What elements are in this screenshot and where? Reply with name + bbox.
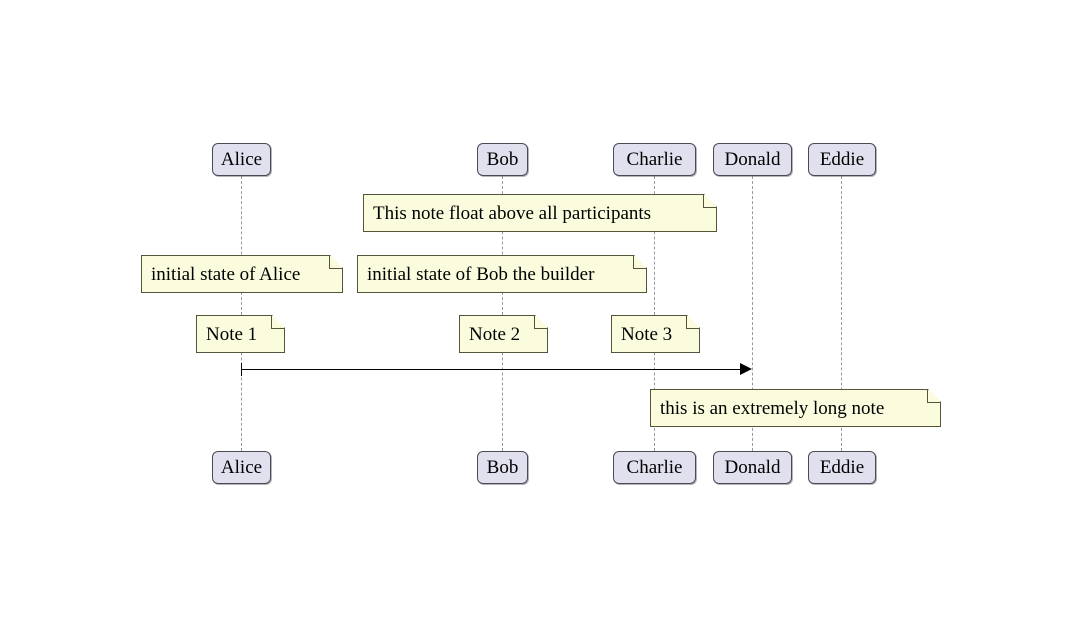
participant-label: Bob [486, 457, 519, 478]
note-text: initial state of Bob the builder [367, 263, 595, 285]
note-initial-state-alice[interactable]: initial state of Alice [141, 255, 343, 293]
lifeline-bob [502, 176, 503, 451]
participant-header-eddie[interactable]: Eddie [808, 143, 876, 176]
note-1[interactable]: Note 1 [196, 315, 285, 353]
participant-footer-eddie[interactable]: Eddie [808, 451, 876, 484]
participant-header-bob[interactable]: Bob [477, 143, 528, 176]
lifeline-eddie [841, 176, 842, 451]
note-fold-corner-icon [329, 256, 342, 269]
note-2[interactable]: Note 2 [459, 315, 548, 353]
participant-header-donald[interactable]: Donald [713, 143, 792, 176]
note-extremely-long[interactable]: this is an extremely long note [650, 389, 941, 427]
participant-label: Charlie [626, 149, 683, 170]
participant-footer-donald[interactable]: Donald [713, 451, 792, 484]
note-fold-corner-icon [534, 316, 547, 329]
participant-footer-alice[interactable]: Alice [212, 451, 271, 484]
participant-label: Bob [486, 149, 519, 170]
note-fold-corner-icon [686, 316, 699, 329]
participant-label: Eddie [819, 149, 865, 170]
message-arrowhead-icon [740, 363, 752, 375]
note-text: initial state of Alice [151, 263, 301, 285]
note-text: this is an extremely long note [660, 397, 885, 419]
participant-footer-charlie[interactable]: Charlie [613, 451, 696, 484]
note-fold-corner-icon [271, 316, 284, 329]
note-fold-corner-icon [927, 390, 940, 403]
message-arrow-tail [241, 363, 242, 376]
note-text: Note 2 [469, 323, 521, 345]
participant-footer-bob[interactable]: Bob [477, 451, 528, 484]
participant-label: Alice [220, 149, 263, 170]
lifeline-charlie [654, 176, 655, 451]
participant-label: Donald [724, 149, 781, 170]
participant-label: Eddie [819, 457, 865, 478]
participant-label: Charlie [626, 457, 683, 478]
note-float-above-all[interactable]: This note float above all participants [363, 194, 717, 232]
note-fold-corner-icon [633, 256, 646, 269]
lifeline-alice [241, 176, 242, 451]
participant-header-alice[interactable]: Alice [212, 143, 271, 176]
note-fold-corner-icon [703, 195, 716, 208]
participant-label: Alice [220, 457, 263, 478]
participant-label: Donald [724, 457, 781, 478]
note-3[interactable]: Note 3 [611, 315, 700, 353]
lifeline-donald [752, 176, 753, 451]
note-initial-state-bob[interactable]: initial state of Bob the builder [357, 255, 647, 293]
message-arrow-line-alice-to-donald[interactable] [241, 369, 741, 370]
note-text: Note 1 [206, 323, 258, 345]
participant-header-charlie[interactable]: Charlie [613, 143, 696, 176]
note-text: Note 3 [621, 323, 673, 345]
note-text: This note float above all participants [373, 202, 652, 224]
